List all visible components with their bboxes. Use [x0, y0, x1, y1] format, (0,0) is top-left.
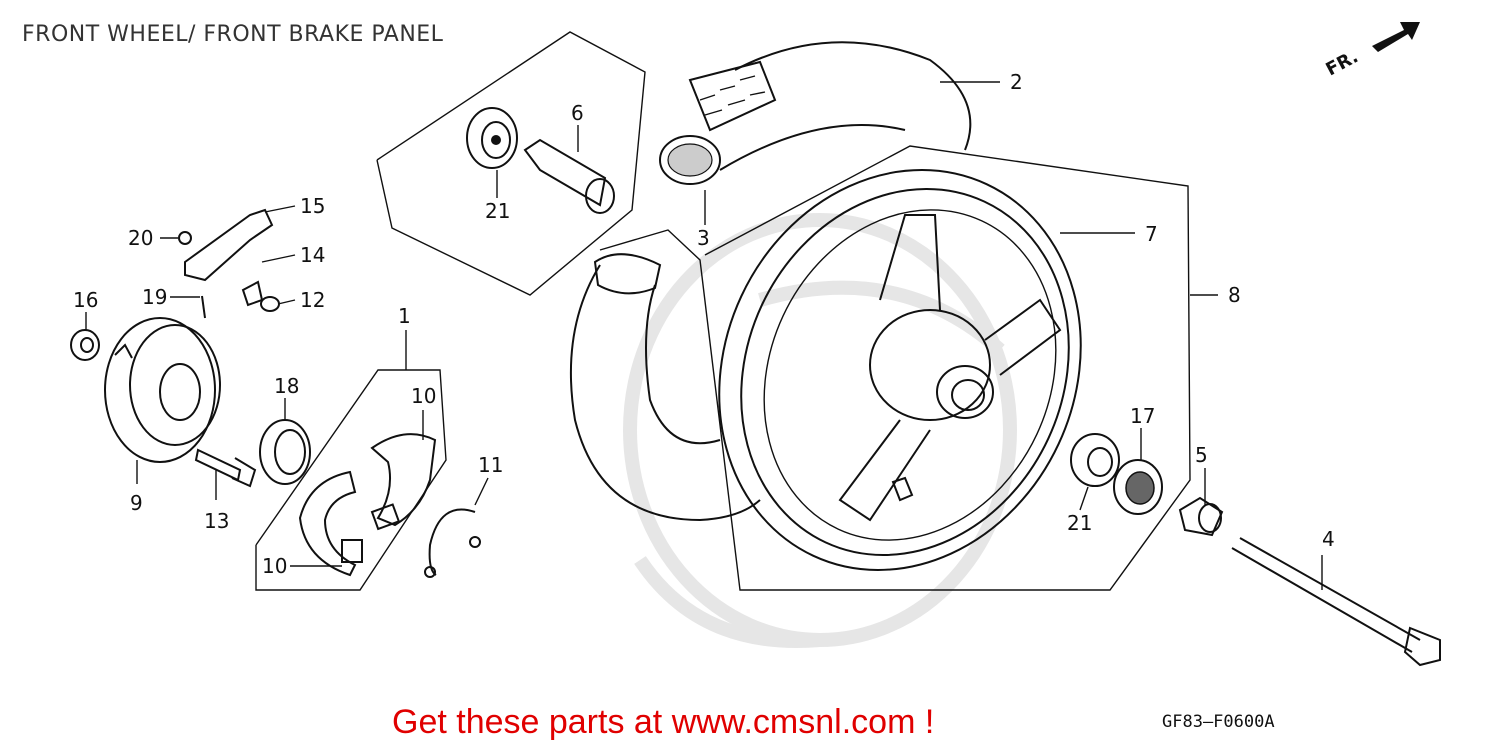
callout-numbers: 1 2 3 4 5 6 7 8 9 10 10 11 12 13 14 15 1…	[73, 70, 1335, 578]
group-outline-brake-shoes	[255, 369, 447, 591]
callout-6: 6	[571, 101, 584, 125]
inner-tube-part	[569, 253, 761, 522]
brake-shoe-upper-part	[370, 433, 437, 531]
front-direction-arrow-icon: FR.	[1322, 22, 1420, 80]
promo-link-text[interactable]: Get these parts at www.cmsnl.com !	[392, 703, 935, 741]
side-collar-5-part	[1178, 496, 1224, 537]
brake-panel-part	[104, 317, 221, 463]
brake-arm-15-part	[184, 208, 274, 282]
tire-part	[659, 41, 972, 185]
callout-12: 12	[300, 288, 325, 312]
group-outline-wheel-assembly	[599, 145, 1191, 591]
callout-7: 7	[1145, 222, 1158, 246]
brake-shoe-lower-part	[298, 470, 363, 577]
front-axle-4-part	[1231, 537, 1441, 667]
callout-9: 9	[130, 491, 143, 515]
callout-21-upper: 21	[485, 199, 510, 223]
callout-19: 19	[142, 285, 167, 309]
bearing-lower-21-part	[1070, 433, 1120, 487]
direction-label: FR.	[1322, 46, 1361, 80]
callout-21-lower: 21	[1067, 511, 1092, 535]
callout-17: 17	[1130, 404, 1155, 428]
small-hardware-parts	[178, 231, 280, 319]
callout-14: 14	[300, 243, 325, 267]
callout-18: 18	[274, 374, 299, 398]
callout-5: 5	[1195, 443, 1208, 467]
watermark-logo	[623, 213, 1017, 648]
callout-8: 8	[1228, 283, 1241, 307]
callout-11: 11	[478, 453, 503, 477]
callout-1: 1	[398, 304, 411, 328]
brake-cam-13-part	[194, 448, 257, 488]
oil-seal-18-part	[259, 419, 311, 485]
bearing-upper-part	[466, 107, 518, 169]
diagram-title: FRONT WHEEL/ FRONT BRAKE PANEL	[22, 22, 444, 47]
dust-seal-16-part	[70, 329, 100, 361]
callout-15: 15	[300, 194, 325, 218]
front-wheel-part	[718, 169, 1082, 571]
callout-4: 4	[1322, 527, 1335, 551]
diagram-code: GF83–F0600A	[1162, 712, 1275, 732]
leader-lines	[85, 81, 1323, 590]
callout-2: 2	[1010, 70, 1023, 94]
group-outline-bearing-collar	[376, 31, 646, 296]
callout-16: 16	[73, 288, 98, 312]
callout-10-upper: 10	[411, 384, 436, 408]
callout-13: 13	[204, 509, 229, 533]
dust-seal-17-part	[1113, 459, 1163, 515]
callout-3: 3	[697, 226, 710, 250]
brake-spring-11-part	[424, 508, 481, 578]
distance-collar-part	[523, 138, 615, 214]
callout-20: 20	[128, 226, 153, 250]
callout-10-lower: 10	[262, 554, 287, 578]
